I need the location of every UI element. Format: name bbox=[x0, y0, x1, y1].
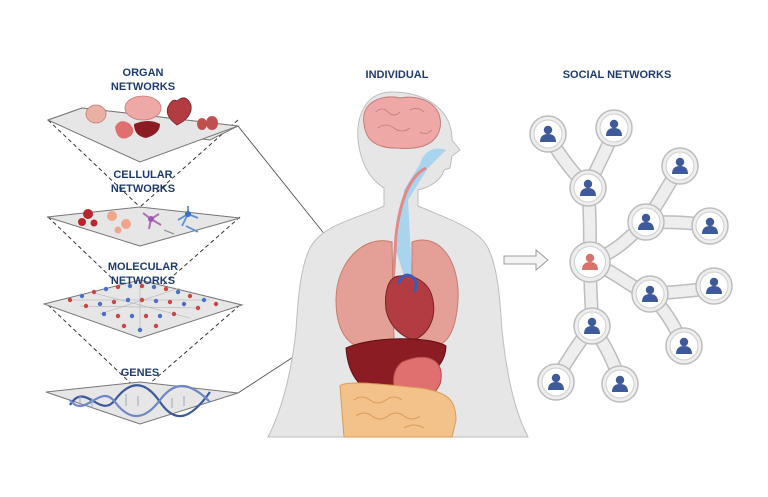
person-node bbox=[631, 275, 669, 313]
person-node bbox=[691, 207, 729, 245]
molecular-dots bbox=[67, 283, 219, 333]
liver-icon bbox=[134, 121, 160, 138]
kidney-icon bbox=[206, 116, 218, 130]
cellular-networks-plane bbox=[46, 206, 241, 247]
genes-label: GENES bbox=[121, 367, 160, 379]
person-node bbox=[627, 203, 665, 241]
molecular-label-line1: MOLECULAR bbox=[108, 261, 178, 273]
genes-plane bbox=[45, 381, 239, 425]
brain-icon bbox=[124, 95, 162, 121]
organ-label-line1: ORGAN bbox=[123, 67, 164, 79]
arrow-right-icon bbox=[503, 248, 549, 272]
organ-label-line2: NETWORKS bbox=[111, 81, 175, 93]
network-nodes bbox=[529, 109, 733, 403]
social-network: SOCIAL NETWORKS bbox=[529, 69, 733, 403]
stomach-icon bbox=[115, 121, 134, 139]
individual-label: INDIVIDUAL bbox=[366, 69, 429, 81]
cell-icons bbox=[78, 206, 199, 235]
person-node bbox=[537, 363, 575, 401]
person-node bbox=[601, 365, 639, 403]
airway-icon bbox=[396, 148, 446, 276]
person-node bbox=[695, 267, 733, 305]
person-node bbox=[573, 307, 611, 345]
molecular-label-line2: NETWORKS bbox=[111, 275, 175, 287]
dna-rungs bbox=[79, 394, 185, 408]
cellular-label-line1: CELLULAR bbox=[113, 169, 172, 181]
human-figure: INDIVIDUAL bbox=[267, 69, 529, 438]
person-node bbox=[569, 169, 607, 207]
esophagus-icon bbox=[390, 166, 427, 301]
cellular-label-line2: NETWORKS bbox=[111, 183, 175, 195]
person-node bbox=[661, 147, 699, 185]
intestines-icon bbox=[339, 382, 457, 438]
brain-icon bbox=[363, 96, 441, 149]
heart-icon bbox=[166, 97, 192, 126]
molecular-networks-plane bbox=[42, 279, 244, 339]
social-networks-label: SOCIAL NETWORKS bbox=[563, 69, 672, 81]
person-node bbox=[529, 115, 567, 153]
dna-helix-icon bbox=[69, 384, 211, 418]
person-node bbox=[595, 109, 633, 147]
brain-folds bbox=[375, 108, 433, 134]
person-node-center bbox=[569, 241, 611, 283]
organ-networks-plane bbox=[46, 95, 240, 163]
organ-icons bbox=[85, 95, 218, 139]
person-node bbox=[665, 327, 703, 365]
layer-stack: ORGAN NETWORKS CELLULAR NETWORKS MOLECUL… bbox=[42, 67, 244, 425]
kidney-icon-2 bbox=[197, 118, 207, 130]
aorta-icon bbox=[396, 273, 418, 293]
intestine-folds bbox=[353, 396, 425, 429]
body-silhouette bbox=[267, 91, 529, 438]
lungs-icon bbox=[85, 104, 107, 124]
